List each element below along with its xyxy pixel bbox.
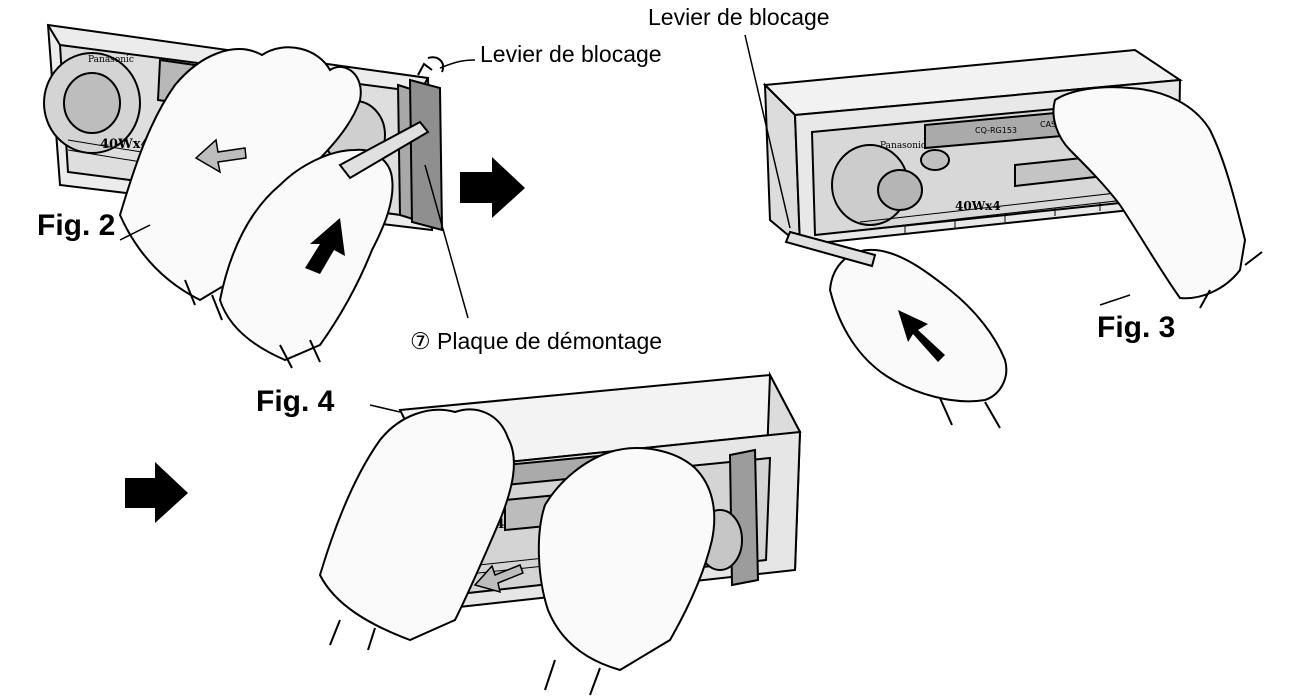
fig2-brand-text: Panasonic xyxy=(88,55,134,65)
fig4-hand-right xyxy=(537,447,716,672)
fig2-push-up-arrow xyxy=(305,218,345,274)
fig2-power-text: 40Wx4 xyxy=(100,137,150,152)
right-arrow-icon xyxy=(460,157,525,218)
locking-lever-callout-fig3: Levier de blocage xyxy=(648,4,830,30)
fig3-power-text: 40Wx4 xyxy=(955,199,1001,213)
fig4-hand-left xyxy=(318,408,515,642)
fig3-illustration: Panasonic CQ-RG153 CASSETTE RADIO 40Wx4 xyxy=(744,34,1263,429)
fig2-hand-lower xyxy=(218,148,394,362)
fig3-hand-right xyxy=(1052,86,1247,300)
removal-plate-callout: ⑦ Plaque de démontage xyxy=(410,328,663,354)
fig3-label: Fig. 3 xyxy=(1097,311,1176,344)
fig3-push-arrow xyxy=(898,310,945,362)
right-arrow-icon xyxy=(125,462,188,523)
fig2-pull-left-arrow xyxy=(194,138,247,174)
locking-lever-callout-fig2: Levier de blocage xyxy=(480,41,662,67)
fig2-label: Fig. 2 xyxy=(37,209,116,242)
fig3-brand-text: Panasonic xyxy=(880,141,926,151)
fig4-label: Fig. 4 xyxy=(256,385,335,418)
fig3-model-text: CQ-RG153 xyxy=(975,126,1017,135)
fig2-illustration: 40Wx4 Panasonic xyxy=(43,23,476,369)
fig4-illustration: 40Wx4 xyxy=(318,371,802,696)
fig4-pull-arrow xyxy=(473,564,524,594)
